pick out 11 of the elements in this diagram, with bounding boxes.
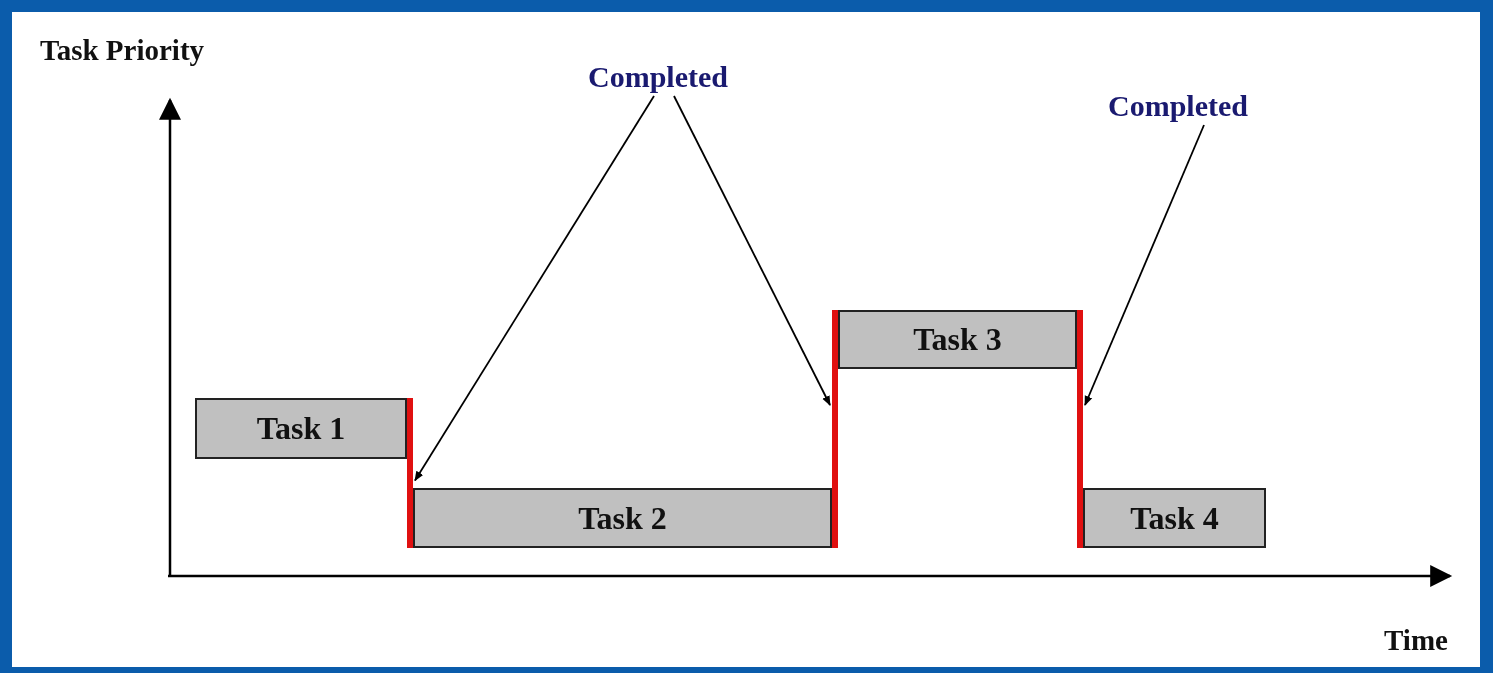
task-box: Task 4: [1083, 488, 1266, 548]
task-box: Task 1: [195, 398, 407, 459]
arrow: [1084, 124, 1205, 406]
callout-text: Completed: [588, 60, 778, 96]
task-box: Task 2: [413, 488, 832, 548]
callout-text: Completed: [1108, 89, 1298, 125]
axis-title: Time: [1384, 624, 1448, 656]
arrow: [414, 95, 655, 482]
axis-title: Task Priority: [40, 34, 205, 66]
arrow: [673, 95, 831, 406]
task-box: Task 3: [838, 310, 1077, 369]
